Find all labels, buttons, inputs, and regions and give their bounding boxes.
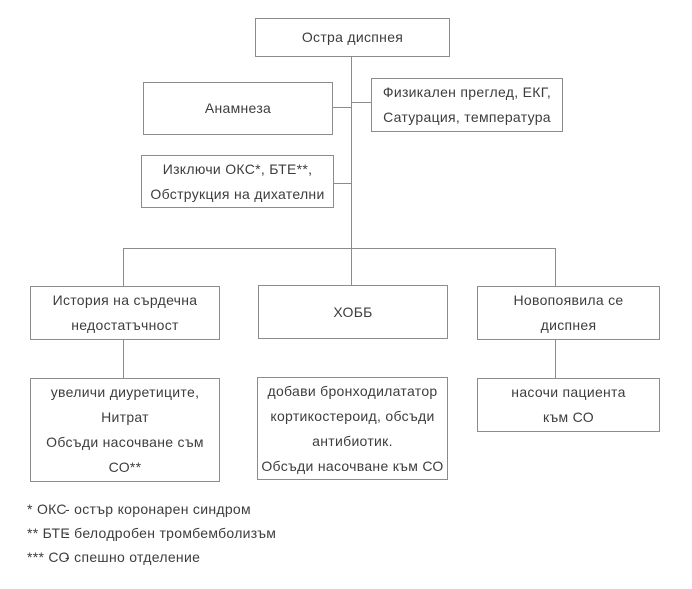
- node-new-onset-action: насочи пациента към СО: [477, 378, 660, 432]
- footnote-legend: * ОКС - остър коронарен синдром ** БТЕ -…: [27, 497, 276, 569]
- node-heart-failure-history: История на сърдечна недостатъчност: [30, 286, 220, 340]
- node-copd: ХОББ: [258, 285, 448, 339]
- connector-drop-left: [123, 248, 124, 286]
- node-new-onset-dyspnea: Новопоявила се диспнея: [477, 286, 660, 340]
- node-exclude: Изключи ОКС*, БТЕ**, Обструкция на дихат…: [141, 155, 334, 208]
- legend-abbr-bte: ** БТЕ: [27, 525, 71, 541]
- connector-branch-bar: [123, 248, 556, 249]
- node-physical-exam: Физикален преглед, ЕКГ, Сатурация, темпе…: [371, 78, 563, 132]
- legend-def-so: - спешно отделение: [65, 549, 201, 565]
- legend-row-bte: ** БТЕ - белодробен тромбемболизъм: [27, 521, 276, 545]
- node-new-onset-action-label: насочи пациента към СО: [511, 384, 626, 425]
- node-anamnesis: Анамнеза: [143, 82, 333, 135]
- node-heart-failure-history-label: История на сърдечна недостатъчност: [52, 292, 198, 333]
- connector-exclude-line: [334, 183, 351, 184]
- connector-physical-exam-line: [351, 102, 371, 103]
- node-exclude-label: Изключи ОКС*, БТЕ**, Обструкция на дихат…: [150, 160, 325, 202]
- connector-trunk-line: [351, 57, 352, 248]
- node-acute-dyspnea-label: Остра диспнея: [301, 29, 404, 45]
- node-heart-failure-action: увеличи диуретиците, Нитрат Обсъди насоч…: [30, 378, 220, 482]
- node-acute-dyspnea: Остра диспнея: [255, 18, 450, 57]
- node-copd-label: ХОББ: [333, 303, 373, 320]
- connector-drop-right: [555, 248, 556, 286]
- node-heart-failure-action-label: увеличи диуретиците, Нитрат Обсъди насоч…: [46, 384, 204, 475]
- node-copd-action-label: добави бронходилататор кортикостероид, о…: [261, 382, 444, 474]
- node-anamnesis-label: Анамнеза: [204, 100, 272, 116]
- node-copd-action: добави бронходилататор кортикостероид, о…: [257, 377, 448, 480]
- legend-abbr-so: *** СО: [27, 549, 70, 565]
- connector-heart-failure-action-line: [123, 340, 124, 378]
- legend-row-oks: * ОКС - остър коронарен синдром: [27, 497, 276, 521]
- connector-drop-middle: [351, 248, 352, 285]
- legend-abbr-oks: * ОКС: [27, 501, 67, 517]
- connector-anamnesis-line: [333, 107, 351, 108]
- node-new-onset-dyspnea-label: Новопоявила се диспнея: [513, 292, 624, 333]
- legend-row-so: *** СО - спешно отделение: [27, 545, 276, 569]
- connector-new-onset-action-line: [555, 340, 556, 378]
- legend-def-bte: - белодробен тромбемболизъм: [65, 525, 277, 541]
- legend-def-oks: - остър коронарен синдром: [65, 501, 251, 517]
- node-physical-exam-label: Физикален преглед, ЕКГ, Сатурация, темпе…: [382, 84, 552, 125]
